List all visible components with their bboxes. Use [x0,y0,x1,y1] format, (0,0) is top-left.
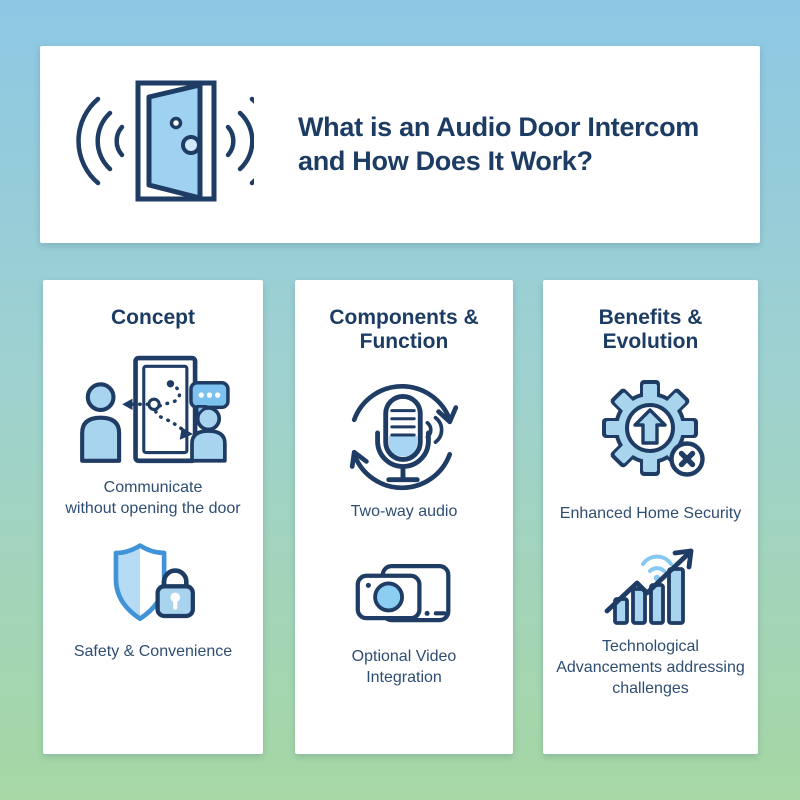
column-concept: Concept Communicate without op [43,280,263,754]
components-item-label: Two-way audio [350,503,458,521]
shield-lock-icon [113,542,195,621]
door-sound-waves-icon [76,80,274,202]
door-conversation-icon [80,355,230,464]
two-way-audio-microphone-icon [349,384,459,491]
benefits-item-label: Enhanced Home Security [559,505,742,523]
gear-upgrade-icon [601,380,705,477]
growth-chart-icon [604,548,693,625]
concept-item-label: Communicate without opening the door [65,479,241,517]
header-icon-wrap [72,71,274,218]
page-title: What is an Audio Door Intercom and How D… [298,112,700,176]
header-card: What is an Audio Door Intercom and How D… [40,46,760,243]
column-benefits-heading: Benefits & Evolution [598,306,703,354]
video-camera-icon [355,564,451,623]
components-item-label: Optional Video Integration [351,648,457,686]
column-concept-heading: Concept [111,306,195,329]
concept-item-label: Safety & Convenience [73,642,233,660]
column-benefits-evolution: Benefits & Evolution [543,280,758,754]
column-components-heading: Components & Function [329,306,479,354]
benefits-item-label: Technological Advancements addressing ch… [556,638,745,697]
column-components-function: Components & Function [295,280,513,754]
